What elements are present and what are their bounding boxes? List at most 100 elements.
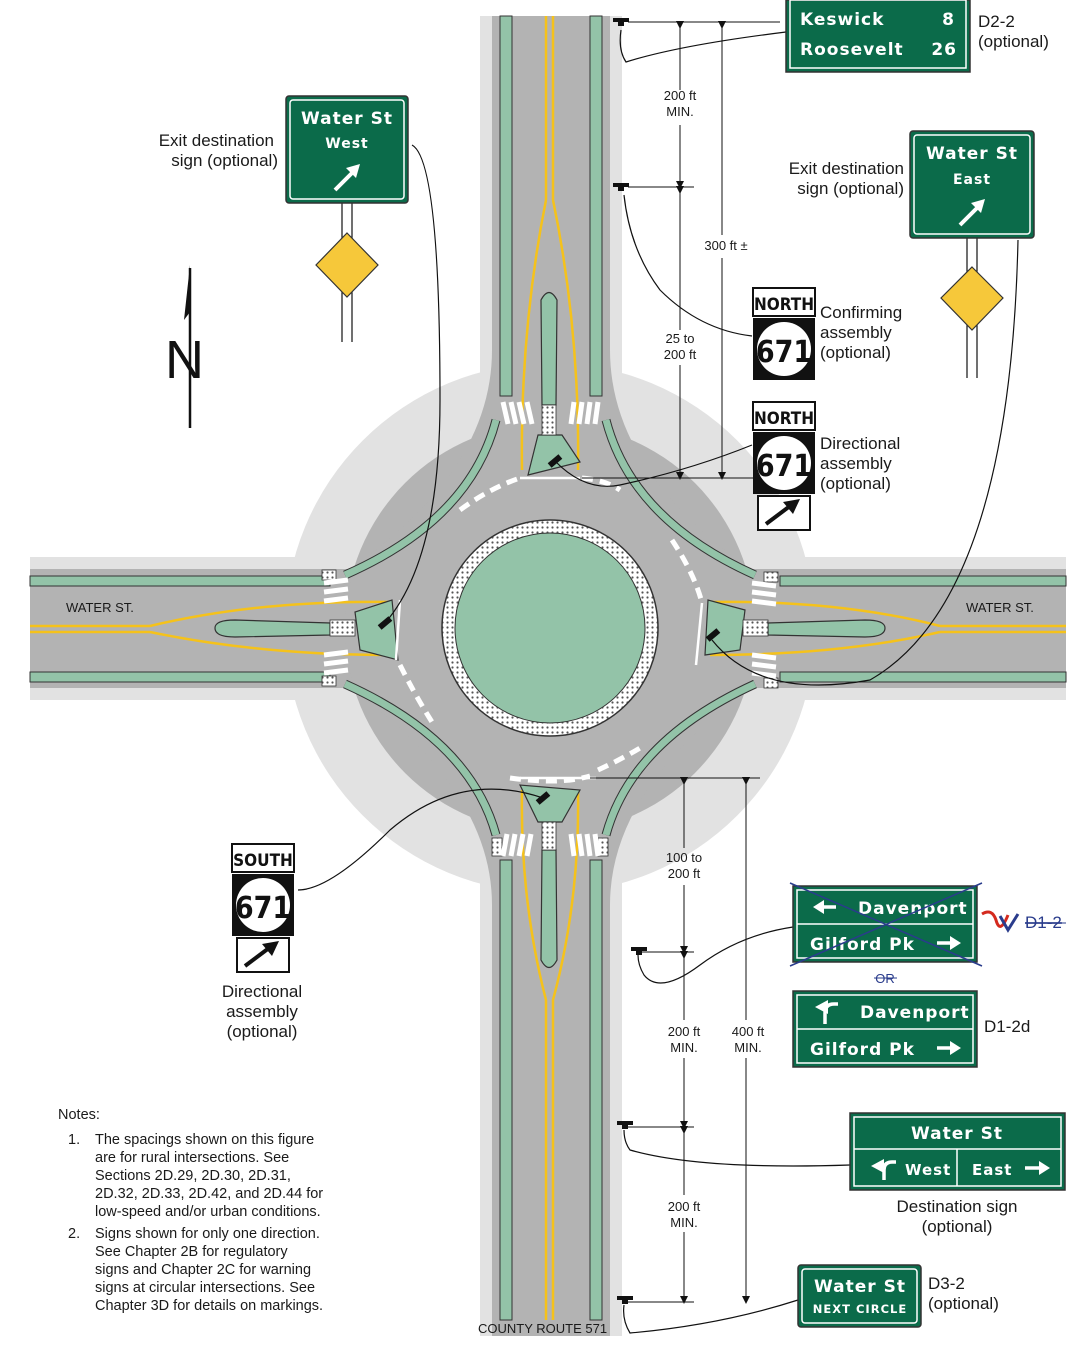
note-2-line: signs and Chapter 2C for warning — [95, 1262, 311, 1278]
road-label-west: WATER ST. — [66, 600, 134, 615]
right-arrow-icon — [937, 1041, 961, 1055]
dim-25-200-l1: 25 to — [666, 331, 695, 346]
warning-sign-west — [315, 200, 379, 342]
route-number-1: 671 — [756, 335, 812, 370]
route-number-2: 671 — [756, 449, 812, 484]
destination-left: West — [905, 1161, 951, 1179]
label-directional-n-l1: Directional — [820, 434, 900, 453]
note-1-num: 1. — [68, 1132, 80, 1148]
note-1-line: are for rural intersections. See — [95, 1150, 289, 1166]
dim-200-min-top-l2: MIN. — [666, 104, 693, 119]
dim-400-min-l2: MIN. — [734, 1040, 761, 1055]
sign-d3-2: Water St NEXT CIRCLE — [797, 1264, 922, 1328]
label-directional-n-l2: assembly — [820, 454, 892, 473]
dim-300: 300 ft ± — [704, 238, 747, 253]
left-arrow-icon — [813, 900, 836, 914]
label-directional-s-l1: Directional — [222, 982, 302, 1001]
label-d3-2-l2: (optional) — [928, 1294, 999, 1313]
label-directional-s-l2: assembly — [226, 1002, 298, 1021]
dim-200-min-bottom-l2: MIN. — [670, 1215, 697, 1230]
d1-2d-row1: Davenport — [860, 1003, 970, 1023]
dim-400-min-l1: 400 ft — [732, 1024, 765, 1039]
label-exit-east-l1: Exit destination — [789, 159, 904, 178]
dimension-lines — [582, 21, 780, 1304]
diagonal-arrow-icon — [243, 941, 279, 968]
d2-2-row2-distance: 26 — [931, 40, 957, 60]
route-marker-south-directional: SOUTH 671 — [231, 843, 295, 973]
dim-200-min-mid-l1: 200 ft — [668, 1024, 701, 1039]
note-2-num: 2. — [68, 1226, 80, 1242]
label-confirming-l3: (optional) — [820, 343, 891, 362]
right-arrow-icon — [1025, 1161, 1050, 1175]
note-1-line: The spacings shown on this figure — [95, 1132, 314, 1148]
note-2-line: signs at circular intersections. See — [95, 1280, 315, 1296]
route-number-south: 671 — [235, 891, 291, 926]
label-d1-2d: D1-2d — [984, 1017, 1030, 1036]
route-marker-north-confirming: NORTH 671 — [752, 287, 816, 380]
warning-sign-east — [940, 238, 1004, 378]
roadway — [29, 15, 1067, 1336]
cardinal-north-1: NORTH — [754, 295, 814, 315]
note-2-line: Chapter 3D for details on markings. — [95, 1298, 323, 1314]
cardinal-north-2: NORTH — [754, 409, 814, 429]
curved-left-arrow-icon — [815, 1000, 838, 1024]
exit-west-line1: Water St — [301, 109, 393, 129]
cardinal-south: SOUTH — [233, 851, 293, 871]
note-1-line: Sections 2D.29, 2D.30, 2D.31, — [95, 1168, 291, 1184]
route-marker-north-directional: NORTH 671 — [752, 401, 816, 531]
notes-block: Notes: 1. The spacings shown on this fig… — [58, 1107, 323, 1314]
label-exit-west-l2: sign (optional) — [171, 151, 278, 170]
dim-25-200-l2: 200 ft — [664, 347, 697, 362]
label-directional-s-l3: (optional) — [227, 1022, 298, 1041]
curved-left-arrow-icon — [871, 1159, 896, 1180]
label-confirming-l1: Confirming — [820, 303, 902, 322]
label-d2-2-l2: (optional) — [978, 32, 1049, 51]
leader-lines — [297, 29, 1019, 1334]
destination-title: Water St — [911, 1124, 1003, 1144]
dim-200-min-top-l1: 200 ft — [664, 88, 697, 103]
label-directional-n-l3: (optional) — [820, 474, 891, 493]
label-confirming-l2: assembly — [820, 323, 892, 342]
note-2-line: See Chapter 2B for regulatory — [95, 1244, 288, 1260]
sign-destination: Water St West East — [849, 1112, 1066, 1191]
label-destination-l1: Destination sign — [897, 1197, 1018, 1216]
label-destination-l2: (optional) — [922, 1217, 993, 1236]
diagonal-arrow-icon — [333, 164, 360, 192]
sign-d1-2d: Davenport Gilford Pk — [792, 990, 978, 1068]
diamond-warning-icon — [315, 232, 379, 298]
note-1-line: 2D.32, 2D.33, 2D.42, and 2D.44 for — [95, 1186, 323, 1202]
d2-2-row2-name: Roosevelt — [800, 40, 904, 60]
label-d3-2-l1: D3-2 — [928, 1274, 965, 1293]
d3-2-line1: Water St — [814, 1277, 906, 1297]
d2-2-row1-name: Keswick — [800, 10, 884, 30]
note-2-line: Signs shown for only one direction. — [95, 1226, 320, 1242]
d2-2-row1-distance: 8 — [942, 10, 955, 30]
sign-exit-west: Water St West — [285, 95, 409, 204]
exit-east-line1: Water St — [926, 144, 1018, 164]
dim-200-min-bottom-l1: 200 ft — [668, 1199, 701, 1214]
label-d2-2-l1: D2-2 — [978, 12, 1015, 31]
d3-2-line2: NEXT CIRCLE — [813, 1302, 907, 1316]
not-allowed-check-icon — [981, 910, 1020, 933]
north-letter: N — [165, 330, 204, 390]
road-label-east: WATER ST. — [966, 600, 1034, 615]
dim-100-200-l2: 200 ft — [668, 866, 701, 881]
sign-d1-2-crossed: Davenport Gilford Pk — [789, 882, 983, 967]
road-label-south: COUNTY ROUTE 571 — [478, 1321, 607, 1336]
d1-2-row2: Gilford Pk — [810, 935, 915, 955]
exit-east-line2: East — [953, 172, 991, 188]
north-arrow-icon: N — [165, 265, 204, 428]
notes-heading: Notes: — [58, 1107, 100, 1123]
diagonal-arrow-icon — [764, 499, 800, 526]
sign-d2-2: Keswick 8 Roosevelt 26 — [785, 0, 971, 73]
d1-2-row1: Davenport — [858, 899, 968, 919]
diagonal-arrow-icon — [958, 199, 985, 227]
exit-west-line2: West — [325, 136, 368, 152]
dim-200-min-mid-l2: MIN. — [670, 1040, 697, 1055]
diamond-warning-icon — [940, 266, 1004, 331]
dim-100-200-l1: 100 to — [666, 850, 702, 865]
label-exit-east-l2: sign (optional) — [797, 179, 904, 198]
label-exit-west-l1: Exit destination — [159, 131, 274, 150]
